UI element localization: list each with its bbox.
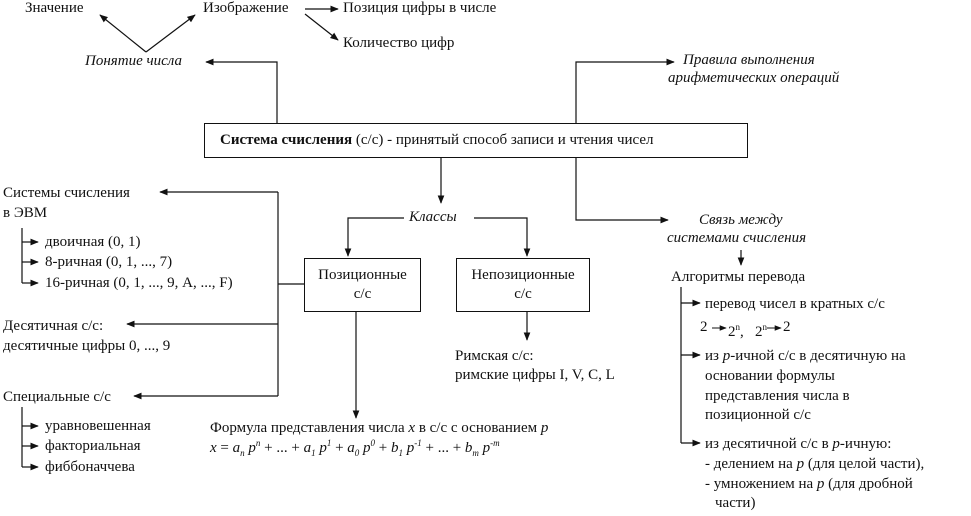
- a2-p: p: [722, 348, 731, 364]
- computer-systems-line2: в ЭВМ: [3, 205, 48, 221]
- hex-item: 16-ричная (0, 1, ..., 9, A, ..., F): [45, 275, 233, 291]
- algorithm-p-to-decimal-line3: представления числа в: [705, 388, 850, 404]
- a3-div-suffix: (для целой части),: [804, 456, 925, 472]
- algorithm-decimal-to-p-line4: части): [715, 495, 756, 511]
- link-line1: Связь между: [699, 212, 783, 228]
- a2-prefix: из: [705, 348, 723, 364]
- decimal-line2: десятичные цифры 0, ..., 9: [3, 338, 171, 354]
- link-line2: системами счисления: [667, 230, 807, 246]
- a3-div-prefix: - делением на: [705, 456, 797, 472]
- positional-box: Позиционные с/с: [304, 258, 421, 312]
- algorithm-p-to-decimal-line4: позиционной с/с: [705, 407, 811, 423]
- balanced-item: уравновешенная: [45, 418, 151, 434]
- a3-mul-prefix: - умножением на: [705, 476, 817, 492]
- roman-line2: римские цифры I, V, C, L: [455, 367, 615, 383]
- algorithm-p-to-decimal-line2: основании формулы: [705, 368, 835, 384]
- a3-p: p: [832, 436, 840, 452]
- positional-line2: с/с: [353, 286, 372, 302]
- formula-caption-p: p: [540, 420, 549, 436]
- main-definition-rest: (с/с) - принятый способ записи и чтения …: [352, 132, 654, 148]
- roman-line1: Римская с/с:: [455, 348, 534, 364]
- main-definition-text: Система счисления (с/с) - принятый спосо…: [220, 131, 654, 150]
- concept-label: Понятие числа: [85, 53, 183, 69]
- a2-suffix: -ичной с/с в десятичную на: [730, 348, 906, 364]
- special-systems-label: Специальные с/с: [3, 389, 111, 405]
- algorithm-decimal-to-p-line2: - делением на p (для целой части),: [705, 455, 924, 474]
- a3-mul-p: p: [816, 476, 825, 492]
- main-definition-term: Система счисления: [220, 132, 353, 148]
- formula-caption-x: x: [408, 420, 416, 436]
- computer-systems-line1: Системы счисления: [3, 185, 130, 201]
- algorithm-multiple-line1: перевод чисел в кратных с/с: [705, 296, 885, 312]
- octal-item: 8-ричная (0, 1, ..., 7): [45, 254, 173, 270]
- digit-count-label: Количество цифр: [343, 35, 455, 51]
- algorithm-decimal-to-p-line1: из десятичной с/с в p-ичную:: [705, 435, 891, 454]
- a3-suffix: -ичную:: [839, 436, 892, 452]
- decimal-line1: Десятичная с/с:: [3, 318, 104, 334]
- algorithms-label: Алгоритмы перевода: [671, 269, 806, 285]
- digit-position-label: Позиция цифры в числе: [343, 0, 497, 16]
- formula-caption-b: в с/с с основанием: [415, 420, 541, 436]
- main-definition-box: Система счисления (с/с) - принятый спосо…: [204, 123, 748, 158]
- a3-mul-suffix: (для дробной: [824, 476, 913, 492]
- fibonacci-item: фиббоначчева: [45, 459, 135, 475]
- positional-line1: Позиционные: [318, 267, 407, 283]
- nonpositional-box: Непозиционные с/с: [456, 258, 590, 312]
- arith-rules-line1: Правила выполнения: [683, 52, 815, 68]
- arith-rules-line2: арифметических операций: [668, 70, 840, 86]
- a3-div-p: p: [796, 456, 805, 472]
- classes-label: Классы: [409, 209, 457, 225]
- algorithm-decimal-to-p-line3: - умножением на p (для дробной: [705, 475, 913, 494]
- a3-prefix: из десятичной с/с в: [705, 436, 833, 452]
- algorithm-p-to-decimal-line1: из p-ичной с/с в десятичную на: [705, 347, 906, 366]
- factorial-item: факториальная: [45, 438, 141, 454]
- positional-formula: x = an pn + ... + a1 p1 + a0 p0 + b1 p-1…: [210, 438, 500, 458]
- value-label: Значение: [25, 0, 84, 16]
- formula-caption: Формула представления числа x в с/с с ос…: [210, 419, 548, 438]
- binary-item: двоичная (0, 1): [45, 234, 141, 250]
- nonpositional-line1: Непозиционные: [471, 267, 575, 283]
- nonpositional-line2: с/с: [514, 286, 532, 302]
- formula-caption-a: Формула представления числа: [210, 420, 409, 436]
- image-label: Изображение: [203, 0, 289, 16]
